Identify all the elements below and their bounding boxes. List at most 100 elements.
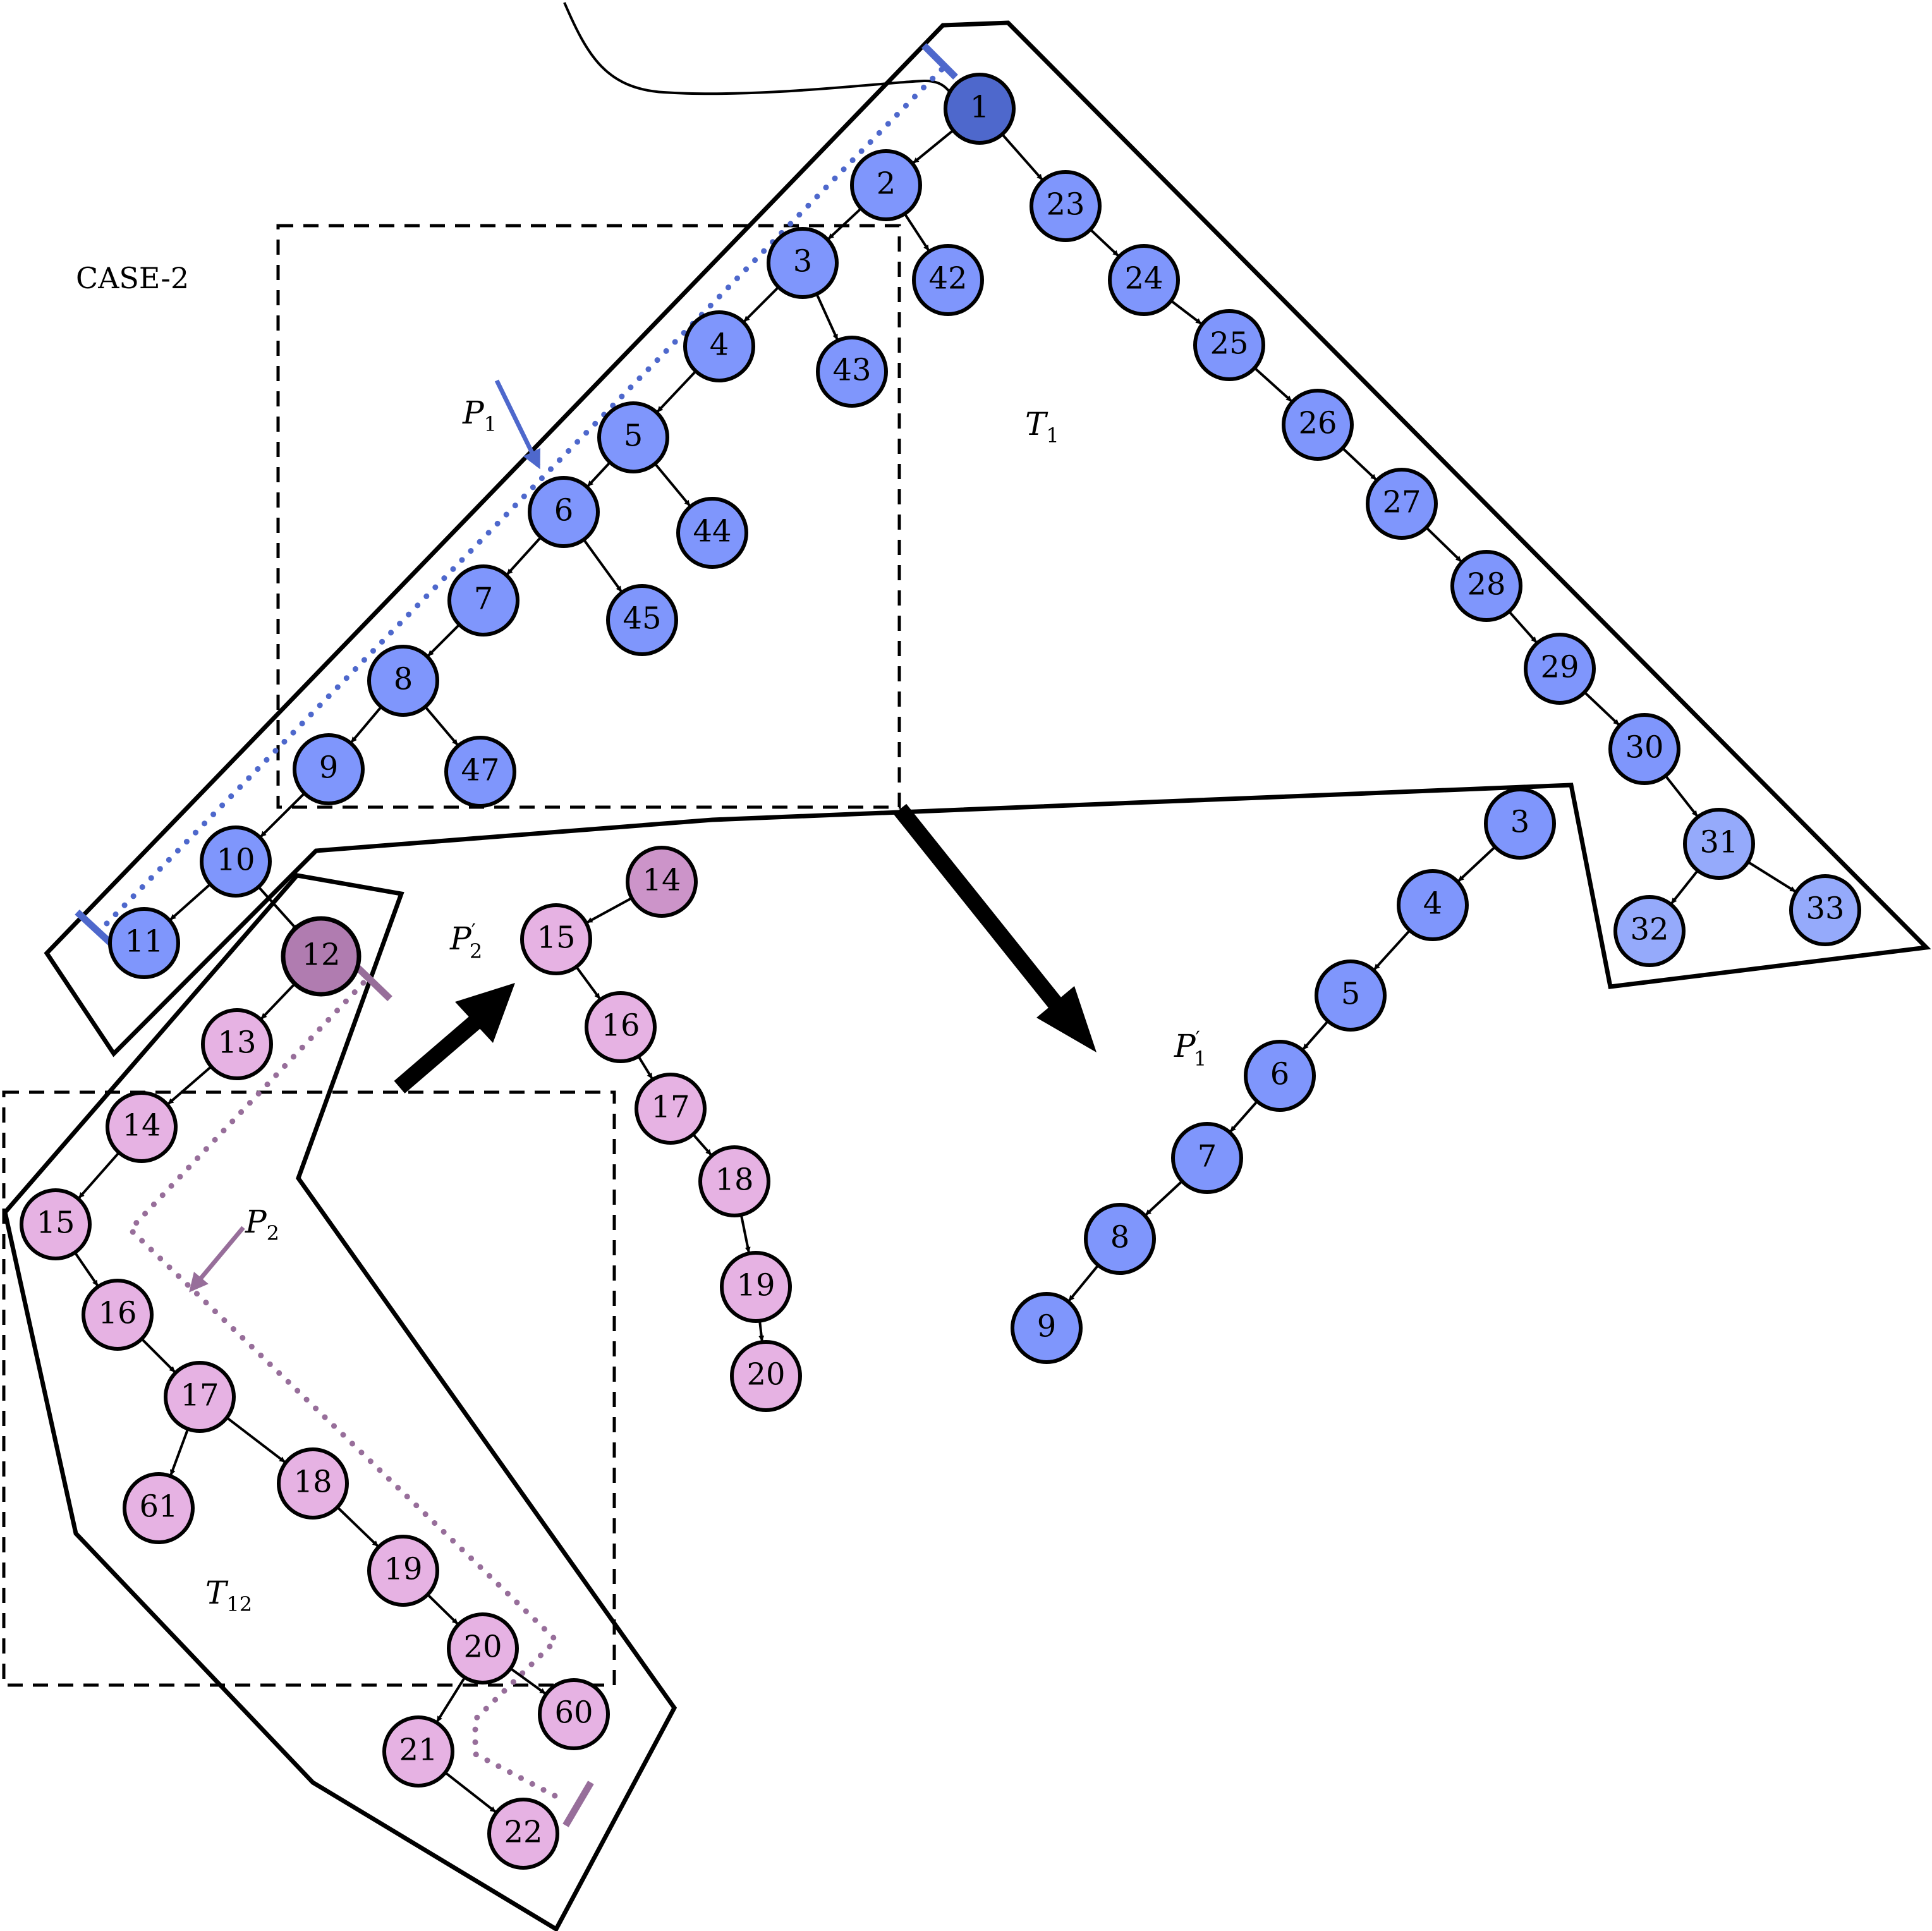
path-P1-end-marker (75, 909, 113, 946)
node-circle (1315, 959, 1387, 1032)
node-T1-45: 45 (606, 584, 678, 656)
node-T1-9: 9 (293, 733, 365, 805)
node-T1-4: 4 (683, 310, 755, 382)
node-label: 16 (601, 1008, 640, 1044)
path-P2-start-marker (355, 965, 392, 1001)
dotted-path-P1 (101, 66, 945, 929)
node-circle (944, 73, 1016, 145)
node-P1p-7: 7 (1171, 1122, 1243, 1194)
node-circle (850, 149, 922, 221)
node-circle (1397, 869, 1469, 941)
edges-layer (73, 129, 1796, 1813)
node-label: 10 (216, 843, 255, 878)
edge-T1-10-11 (169, 883, 211, 921)
edge-T12-21-22 (444, 1771, 497, 1813)
node-T12-60: 60 (538, 1678, 610, 1750)
node-circle (1366, 468, 1438, 540)
node-T12-14: 14 (106, 1091, 178, 1163)
edge-T1-3-4 (743, 286, 780, 322)
node-circle (1524, 633, 1596, 705)
big-arrow-to-P1-prime-head (1036, 986, 1097, 1052)
node-T12-16: 16 (82, 1279, 154, 1351)
edge-T12-13-14 (167, 1065, 212, 1105)
edge-T1-6-45 (583, 539, 623, 592)
node-label: 11 (125, 924, 163, 959)
node-label: 14 (122, 1108, 161, 1143)
node-circle (281, 916, 361, 997)
node-label: 13 (217, 1025, 256, 1061)
node-T12-12: 12 (281, 916, 361, 997)
edge-T1-8-9 (350, 706, 382, 743)
node-label: 30 (1625, 730, 1663, 765)
path-P2-end-marker (562, 1781, 594, 1827)
node-label: 15 (537, 920, 575, 956)
node-label: 19 (384, 1552, 422, 1587)
node-P1p-5: 5 (1315, 959, 1387, 1032)
node-label: 3 (1510, 805, 1530, 840)
P2-pointer-arrow (189, 1226, 245, 1293)
node-T1-1: 1 (944, 73, 1016, 145)
node-circle (635, 1073, 707, 1145)
node-T12-61: 61 (123, 1472, 195, 1544)
node-circle (82, 1279, 154, 1351)
P1-pointer-arrow (494, 379, 541, 470)
node-T1-42: 42 (912, 244, 984, 316)
node-circle (1683, 808, 1755, 880)
edge-T1-26-27 (1341, 447, 1377, 481)
label-P1-prime: P′1 (1174, 1026, 1206, 1071)
outline-T1 (44, 20, 1931, 1057)
node-circle (487, 1798, 559, 1870)
node-circle (277, 1447, 349, 1520)
label-P2-prime: P′2 (449, 919, 482, 963)
edge-T1-23-24 (1089, 228, 1119, 257)
node-T1-6: 6 (528, 476, 600, 548)
edge-P2p-18-19 (739, 1214, 751, 1253)
edge-T1-1-23 (1001, 133, 1043, 181)
node-P2p-18: 18 (698, 1145, 770, 1217)
node-label: 4 (1423, 886, 1443, 922)
edge-T1-28-29 (1508, 611, 1538, 643)
node-circle (293, 733, 365, 805)
node-T1-10: 10 (200, 825, 272, 898)
edge-T1-2-42 (903, 213, 930, 252)
node-circle (520, 903, 592, 975)
node-P2p-17: 17 (635, 1073, 707, 1145)
node-label: 17 (651, 1090, 690, 1125)
node-label: 12 (301, 937, 340, 973)
node-label: 7 (1198, 1139, 1217, 1174)
edge-T1-2-3 (827, 207, 862, 240)
nodes-layer: 1234567891011424344454723242526272829303… (20, 73, 1861, 1870)
edge-T1-6-7 (506, 536, 542, 575)
node-label: 29 (1540, 650, 1579, 685)
edge-T1-10-12 (257, 886, 299, 931)
node-label: 32 (1630, 912, 1668, 947)
node-circle (201, 1008, 273, 1080)
node-P2p-19: 19 (720, 1251, 792, 1323)
node-label: 33 (1806, 891, 1844, 927)
node-label: 43 (832, 353, 871, 388)
node-T1-2: 2 (850, 149, 922, 221)
edge-T12-12-13 (260, 980, 299, 1020)
node-circle (447, 564, 519, 637)
big-arrow-to-P1-prime (893, 803, 1081, 1033)
node-label: 8 (394, 662, 413, 697)
edge-T1-3-43 (815, 293, 839, 340)
node-circle (698, 1145, 770, 1217)
node-circle (20, 1188, 92, 1260)
edge-T1-25-26 (1253, 367, 1292, 403)
node-T1-28: 28 (1450, 550, 1522, 622)
node-P2p-15: 15 (520, 903, 592, 975)
node-P1p-9: 9 (1011, 1292, 1083, 1364)
node-T1-11: 11 (108, 907, 180, 979)
node-circle (597, 401, 669, 473)
node-T12-21: 21 (382, 1715, 454, 1788)
node-circle (1789, 874, 1861, 946)
edge-T1-9-10 (260, 792, 306, 838)
node-label: 8 (1110, 1220, 1130, 1255)
node-circle (1193, 309, 1265, 381)
node-P1p-4: 4 (1397, 869, 1469, 941)
node-label: 27 (1382, 485, 1421, 520)
node-circle (123, 1472, 195, 1544)
node-T1-7: 7 (447, 564, 519, 637)
dashed-box-upper (276, 224, 901, 809)
